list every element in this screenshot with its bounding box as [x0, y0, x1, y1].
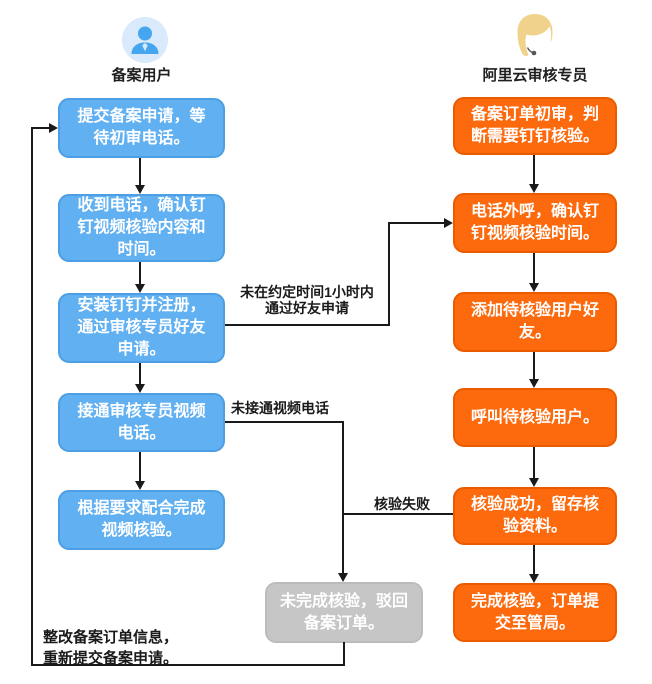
friend-request-timeout-label: 未在约定时间1小时内 通过好友申请 — [240, 284, 374, 316]
reviewer-step-2-box: 电话外呼，确认钉 钉视频核验时间。 — [453, 193, 617, 253]
connector-line — [533, 155, 535, 184]
connector-line — [342, 513, 453, 515]
connector-line — [533, 447, 535, 478]
reviewer-lane-title: 阿里云审核专员 — [482, 67, 588, 84]
arrowhead-down-icon — [135, 481, 145, 490]
arrowhead-down-icon — [529, 478, 539, 487]
arrowhead-right-icon — [444, 218, 453, 228]
connector-line — [139, 452, 141, 481]
reviewer-step-4-box: 呼叫待核验用户。 — [453, 388, 617, 447]
connector-line — [31, 127, 33, 666]
connector-line — [139, 262, 141, 284]
connector-line — [225, 324, 390, 326]
rejected-order-box: 未完成核验，驳回 备案订单。 — [265, 582, 423, 643]
video-call-missed-label: 未接通视频电话 — [231, 400, 329, 416]
user-avatar-icon — [122, 17, 168, 63]
connector-line — [343, 642, 345, 666]
reviewer-step-6-box: 完成核验，订单提 交至管局。 — [453, 583, 617, 642]
reviewer-step-3-box: 添加待核验用户好 友。 — [453, 292, 617, 352]
connector-line — [31, 127, 49, 129]
arrowhead-down-icon — [135, 185, 145, 194]
connector-line — [388, 222, 390, 326]
arrowhead-down-icon — [529, 184, 539, 193]
connector-line — [225, 421, 343, 423]
user-step-5-box: 根据要求配合完成 视频核验。 — [58, 490, 225, 550]
user-lane-title: 备案用户 — [111, 67, 172, 84]
connector-line — [342, 421, 344, 574]
user-step-1-box: 提交备案申请，等 待初审电话。 — [58, 98, 225, 158]
arrowhead-down-icon — [135, 284, 145, 293]
arrowhead-down-icon — [529, 379, 539, 388]
user-step-4-box: 接通审核专员视频 电话。 — [58, 393, 225, 452]
connector-line — [533, 253, 535, 283]
reviewer-step-1-box: 备案订单初审，判 断需要钉钉核验。 — [453, 97, 617, 155]
arrowhead-down-icon — [529, 283, 539, 292]
connector-line — [533, 545, 535, 574]
reviewer-step-5-box: 核验成功，留存核 验资料。 — [453, 487, 617, 545]
user-step-2-box: 收到电话，确认钉 钉视频核验内容和 时间。 — [58, 194, 225, 262]
connector-line — [139, 158, 141, 185]
verification-failed-label: 核验失败 — [374, 496, 430, 512]
arrowhead-right-icon — [49, 123, 58, 133]
user-step-3-box: 安装钉钉并注册， 通过审核专员好友 申请。 — [58, 293, 225, 363]
connector-line — [139, 363, 141, 384]
support-agent-avatar-icon — [514, 13, 556, 59]
connector-line — [31, 664, 345, 666]
resubmit-label: 整改备案订单信息， 重新提交备案申请。 — [43, 629, 179, 667]
connector-line — [533, 352, 535, 379]
arrowhead-down-icon — [135, 384, 145, 393]
connector-line — [388, 222, 444, 224]
arrowhead-down-icon — [338, 573, 348, 582]
arrowhead-down-icon — [529, 574, 539, 583]
